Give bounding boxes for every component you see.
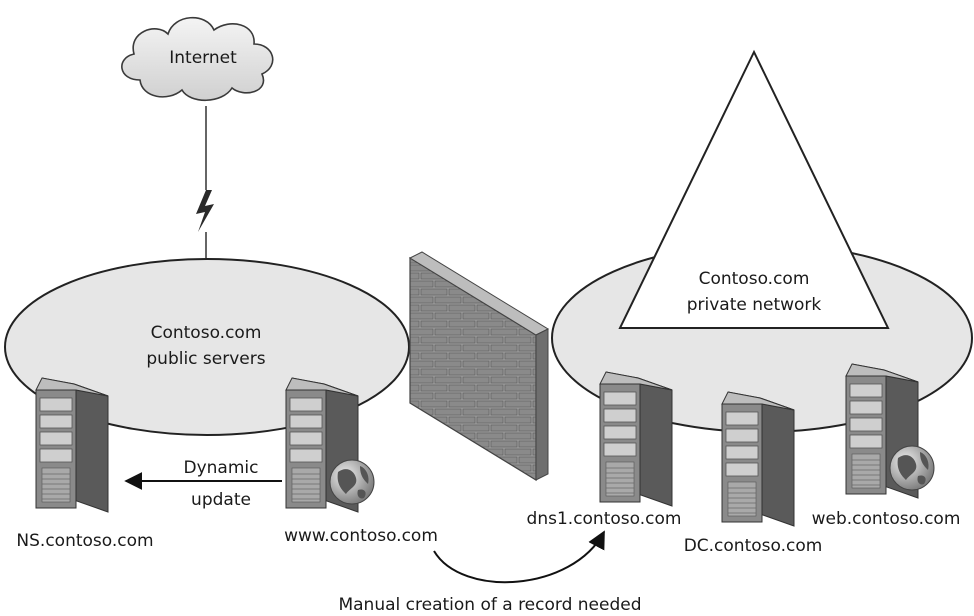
dynamic-update-line2: update (191, 490, 251, 510)
lightning-icon (196, 106, 214, 258)
globe-icon (889, 445, 935, 491)
public-zone-line1: Contoso.com (151, 323, 262, 343)
public-zone-line2: public servers (146, 349, 265, 369)
dynamic-update-line1: Dynamic (184, 458, 259, 478)
manual-record-arrow (433, 530, 605, 584)
firewall-icon (408, 251, 550, 482)
server-label-web: web.contoso.com (812, 509, 961, 529)
server-label-ns: NS.contoso.com (16, 531, 153, 551)
internet-label: Internet (169, 48, 237, 68)
private-zone-line1: Contoso.com (699, 269, 810, 289)
globe-icon (329, 459, 375, 505)
private-zone-line2: private network (687, 295, 822, 315)
server-icon (599, 371, 673, 507)
server-label-www: www.contoso.com (284, 526, 438, 546)
manual-record-note: Manual creation of a record needed (338, 595, 641, 615)
server-label-dns1: dns1.contoso.com (527, 509, 682, 529)
server-icon (721, 391, 795, 527)
cloud-icon (121, 16, 274, 101)
private-network-triangle (618, 49, 890, 329)
server-icon (35, 377, 109, 513)
server-label-dc: DC.contoso.com (684, 536, 823, 556)
